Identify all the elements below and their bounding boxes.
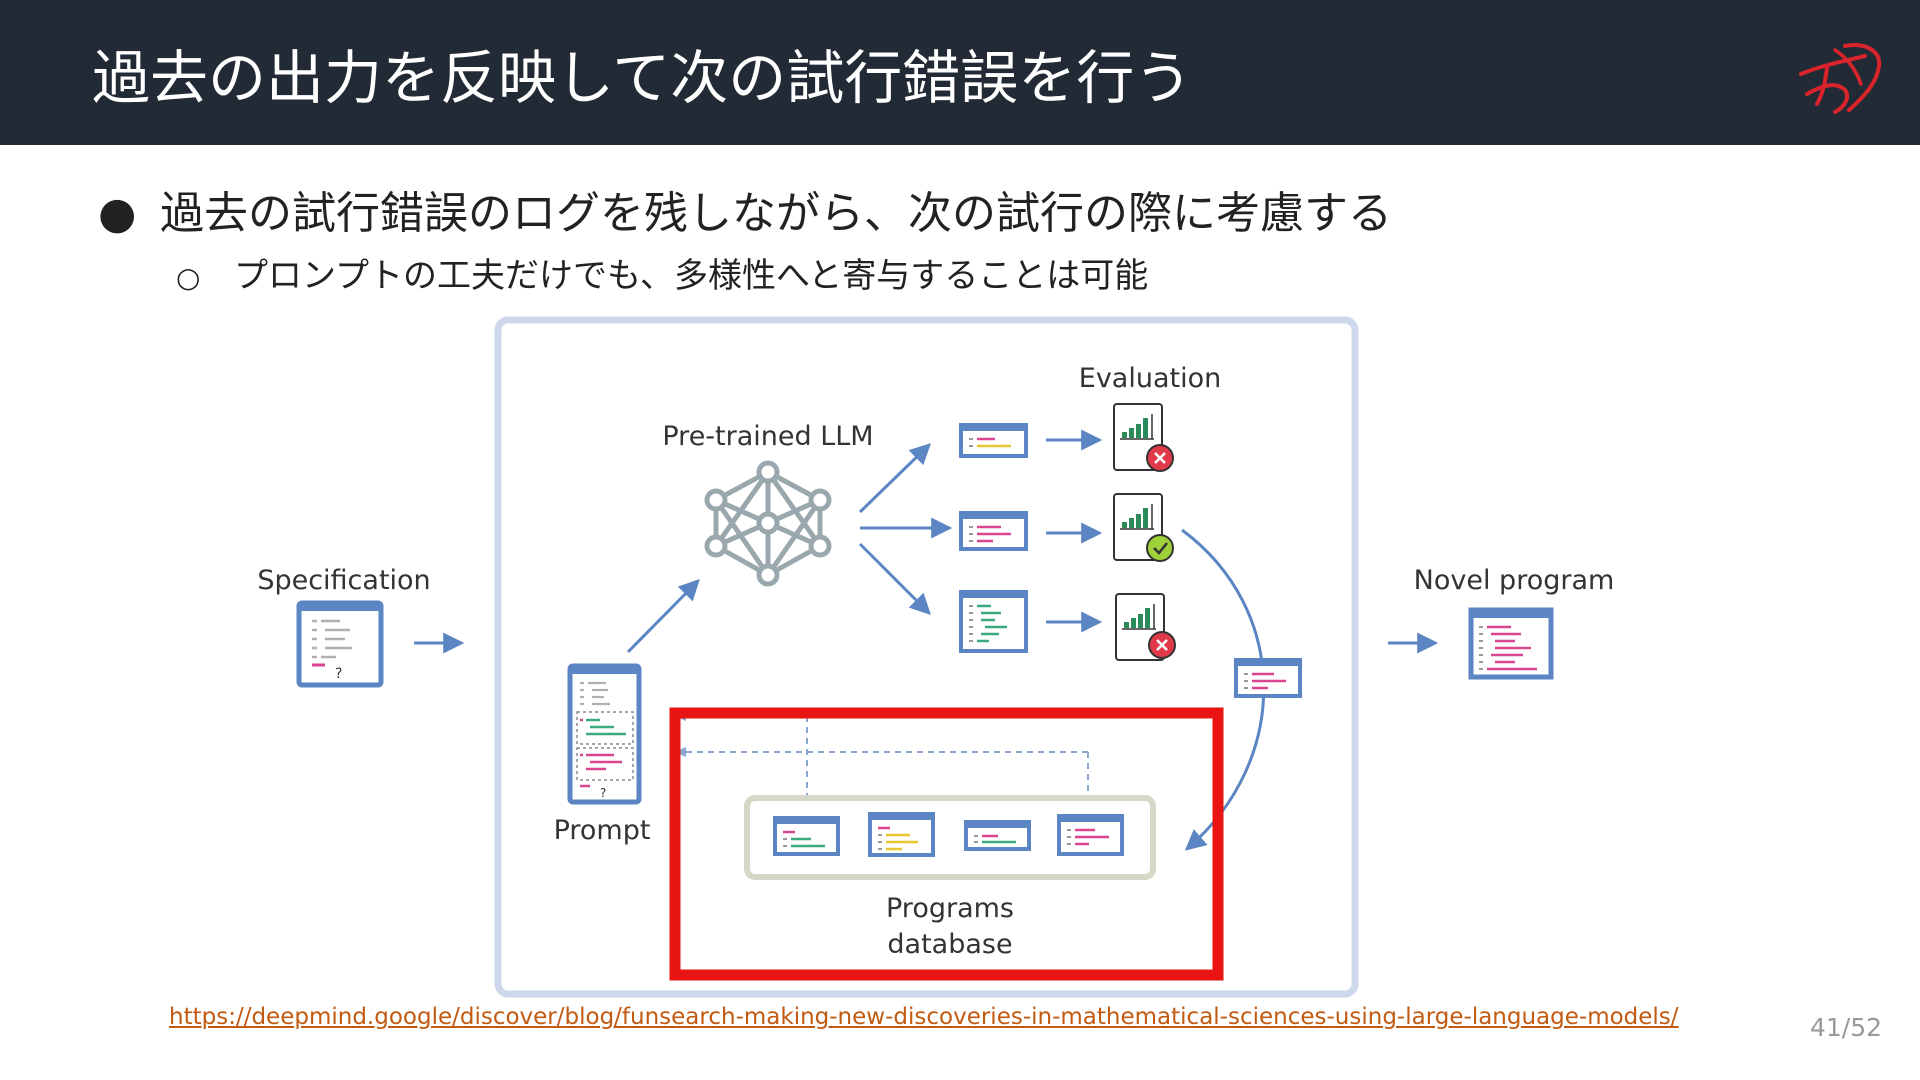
candidate-program-3-icon	[959, 590, 1028, 653]
novel-program-icon	[1468, 607, 1554, 680]
selected-program-icon	[1234, 658, 1302, 698]
slide-header: 過去の出力を反映して次の試行錯誤を行う	[0, 0, 1920, 145]
database-program-1-icon	[773, 816, 840, 856]
funsearch-loop-container	[494, 316, 1359, 998]
bullet-level-1: ● 過去の試行錯誤のログを残しながら、次の試行の際に考慮する	[98, 183, 1392, 245]
specification-label: Specification	[257, 565, 430, 596]
evaluation-fail-1-icon	[1113, 403, 1174, 472]
database-program-4-icon	[1057, 814, 1124, 856]
llm-to-program-3-arrow	[858, 542, 931, 615]
bullet-circle: ○	[176, 261, 201, 294]
evaluation-pass-icon	[1113, 493, 1174, 562]
programs-database-label-line1: Programs	[886, 893, 1014, 924]
database-program-2-icon	[868, 812, 935, 857]
bullet-2-text: プロンプトの工夫だけでも、多様性へと寄与することは可能	[234, 256, 1149, 296]
prompt-document-icon: ?	[567, 663, 642, 805]
bullet-level-2: ○ プロンプトの工夫だけでも、多様性へと寄与することは可能	[176, 252, 1148, 302]
highlight-box	[669, 707, 1224, 981]
slide-title: 過去の出力を反映して次の試行錯誤を行う	[92, 44, 1193, 112]
programs-database-tray	[744, 795, 1156, 880]
novel-program-label: Novel program	[1414, 565, 1615, 596]
prompt-question-mark: ?	[600, 786, 606, 800]
llm-to-program-1-arrow	[858, 443, 932, 514]
source-link[interactable]: https://deepmind.google/discover/blog/fu…	[169, 1004, 1679, 1030]
prompt-to-llm-arrow	[626, 579, 700, 654]
evaluation-fail-2-icon	[1115, 593, 1176, 661]
bullet-1-text: 過去の試行錯誤のログを残しながら、次の試行の際に考慮する	[160, 188, 1392, 239]
page-number: 41/52	[1809, 1013, 1882, 1042]
specification-question-mark: ?	[335, 666, 342, 682]
bullet-dot: ●	[98, 188, 137, 239]
programs-database-label-line2: database	[887, 929, 1012, 960]
specification-document-icon: ?	[296, 600, 384, 688]
neural-network-icon	[704, 460, 832, 587]
pretrained-llm-label: Pre-trained LLM	[662, 421, 873, 452]
database-program-3-icon	[964, 820, 1031, 851]
prompt-label: Prompt	[554, 815, 651, 846]
candidate-program-1-icon	[959, 423, 1028, 458]
evaluation-label: Evaluation	[1079, 363, 1221, 394]
brand-logo-icon	[1799, 43, 1882, 114]
candidate-program-2-icon	[959, 511, 1028, 551]
